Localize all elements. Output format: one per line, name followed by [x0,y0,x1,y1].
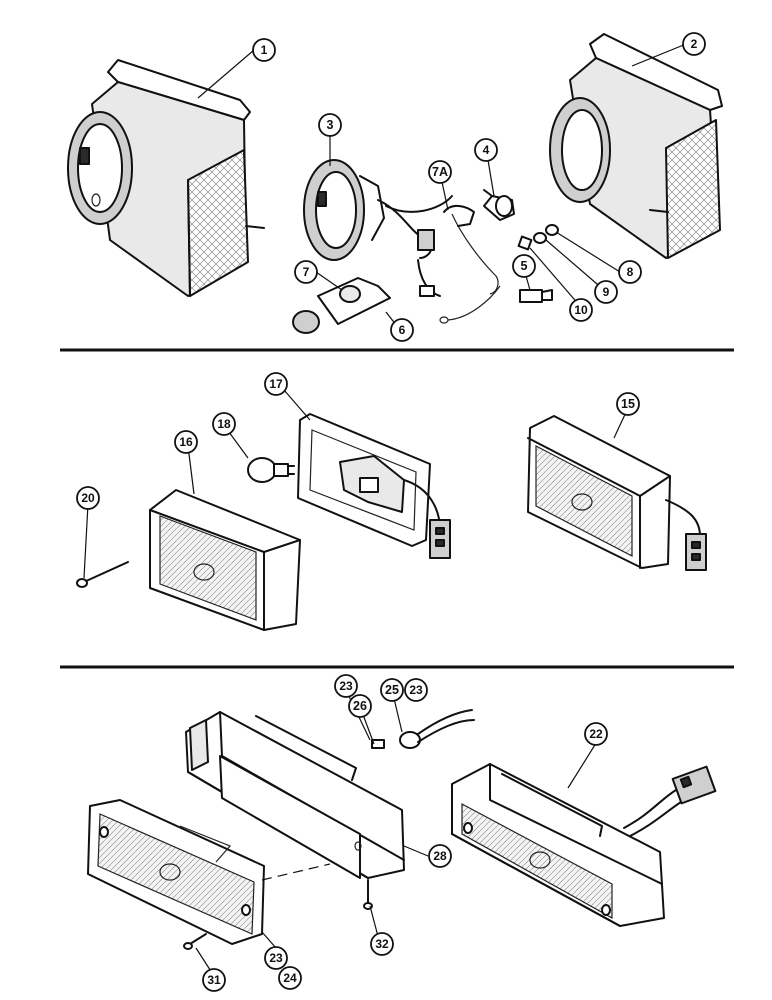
callout-25: 25 [380,678,404,702]
callout-10: 10 [569,298,593,322]
lamp-bulb [247,457,295,483]
callout-23-top-left: 23 [334,674,358,698]
callout-17: 17 [264,372,288,396]
svg-text:1: 1 [261,43,268,57]
callout-15: 15 [616,392,640,416]
svg-text:2: 2 [691,37,698,51]
svg-text:25: 25 [385,683,399,697]
halogen-bulb [483,189,515,221]
svg-text:22: 22 [589,727,603,741]
callout-2: 2 [682,32,706,56]
svg-text:8: 8 [627,265,634,279]
assembly-line [261,863,331,881]
callout-23-bottom: 23 [264,946,288,970]
lens-screw [183,933,207,950]
svg-text:4: 4 [483,143,490,157]
adjuster-bracket [292,277,391,334]
leader-lines [83,43,687,977]
callout-22: 22 [584,722,608,746]
callout-7: 7 [294,260,318,284]
marker-lamp-housing [185,711,405,879]
svg-text:9: 9 [603,285,610,299]
svg-text:7: 7 [303,265,310,279]
headlamp-assembly-right [549,33,723,259]
marker-lamp-assembly [451,763,717,927]
mounting-screw [76,561,129,588]
svg-text:23: 23 [409,683,423,697]
headlamp-assembly-left [67,59,265,297]
callout-24: 24 [278,966,302,990]
marker-bulb-socket [399,709,475,749]
callout-20: 20 [76,486,100,510]
svg-text:7A: 7A [432,165,448,179]
callout-26: 26 [348,694,372,718]
lamp-housing-gasket [297,413,451,559]
svg-text:20: 20 [81,491,95,505]
callout-16: 16 [174,430,198,454]
svg-text:23: 23 [269,951,283,965]
svg-text:5: 5 [521,259,528,273]
svg-text:28: 28 [433,849,447,863]
headlamp-wiring-harness [377,195,501,324]
callout-18: 18 [212,412,236,436]
marker-lamp-lens [87,799,265,945]
callout-4: 4 [474,138,498,162]
lamp-socket [519,289,553,303]
svg-text:6: 6 [399,323,406,337]
svg-text:32: 32 [375,937,389,951]
marker-bulb [371,739,385,749]
callout-3: 3 [318,113,342,137]
svg-text:24: 24 [283,971,297,985]
callout-28: 28 [428,844,452,868]
callout-7a: 7A [428,160,452,184]
callout-6: 6 [390,318,414,342]
callout-23-top-right: 23 [404,678,428,702]
svg-text:10: 10 [574,303,588,317]
svg-text:3: 3 [327,118,334,132]
lamp-lens-left [149,489,301,631]
svg-text:17: 17 [269,377,283,391]
callout-8: 8 [618,260,642,284]
callout-1: 1 [252,38,276,62]
svg-text:18: 18 [217,417,231,431]
hardware-nut-washers [517,224,559,251]
svg-text:26: 26 [353,699,367,713]
callout-32: 32 [370,932,394,956]
svg-text:16: 16 [179,435,193,449]
svg-text:15: 15 [621,397,635,411]
callout-9: 9 [594,280,618,304]
callout-5: 5 [512,254,536,278]
svg-text:31: 31 [207,973,221,987]
svg-text:23: 23 [339,679,353,693]
callout-31: 31 [202,968,226,992]
lamp-assembly-right [527,415,707,571]
